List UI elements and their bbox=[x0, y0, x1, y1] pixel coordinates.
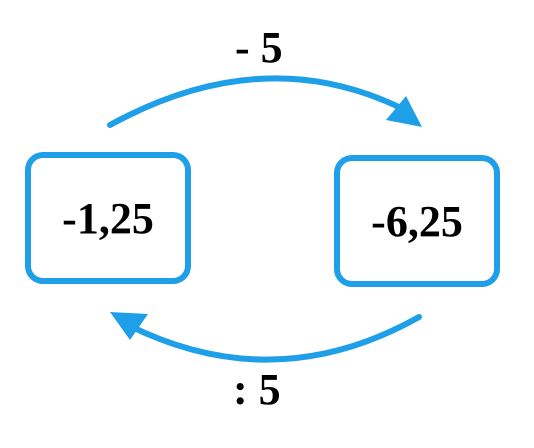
left-value-box: -1,25 bbox=[25, 152, 191, 284]
top-operation-label: - 5 bbox=[235, 23, 283, 72]
top-arrowhead bbox=[386, 96, 422, 127]
bottom-arrow-curve bbox=[125, 314, 422, 363]
left-value: -1,25 bbox=[62, 193, 154, 243]
bottom-operation-label: : 5 bbox=[233, 365, 281, 414]
top-arrow-curve bbox=[107, 75, 408, 128]
right-value: -6,25 bbox=[371, 196, 463, 246]
bottom-arrowhead bbox=[110, 312, 148, 340]
right-value-box: -6,25 bbox=[334, 155, 500, 287]
